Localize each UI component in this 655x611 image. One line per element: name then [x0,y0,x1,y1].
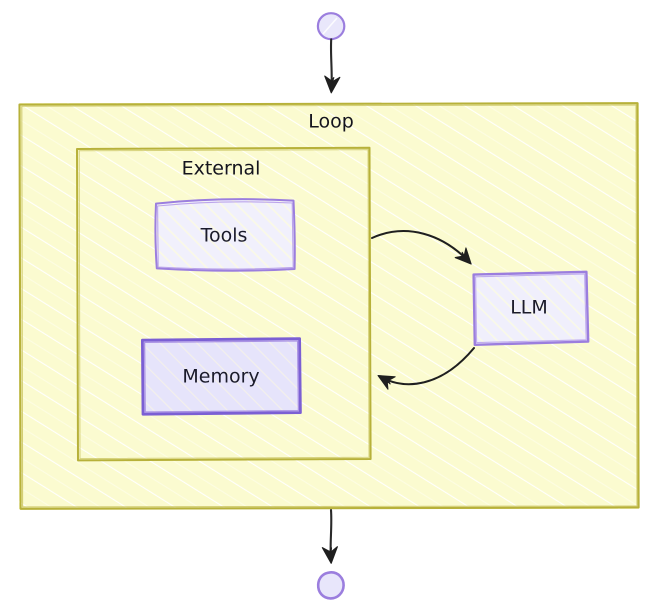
node-tools[interactable]: Tools [154,198,296,272]
edge-external-to-llm-line [371,230,472,265]
edge-loop-to-end-line [321,508,338,564]
node-start[interactable] [316,12,346,41]
llm-node-label: LLM [510,297,548,319]
memory-node-label: Memory [182,366,259,388]
tools-node-body [154,198,296,272]
node-llm[interactable]: LLM [472,270,590,346]
node-end[interactable] [316,571,345,600]
external-group-label: External [182,158,261,180]
loop-group-label: Loop [308,111,354,133]
tools-node-border-overlay [157,201,294,270]
edge-loop-to-end [321,508,338,564]
start-circle-fill [316,12,346,41]
external-group-border [76,146,372,462]
group-external[interactable]: External [76,146,372,462]
memory-node-body [141,337,302,416]
node-memory[interactable]: Memory [141,337,302,416]
edge-llm-to-external-line [377,347,475,390]
external-group-border-shadow [78,149,370,460]
edge-start-to-loop-line [324,38,341,94]
edge-external-to-llm [371,230,472,265]
memory-node-border-overlay [143,340,300,413]
loop-group-border-shadow [21,104,638,508]
end-circle-fill [316,571,345,600]
llm-node-body [472,270,590,346]
loop-group-border [18,102,640,510]
start-circle-sheen [322,17,338,35]
edge-start-to-loop [324,38,341,94]
edge-llm-to-external [377,347,475,390]
llm-node-border-overlay [475,273,587,344]
tools-node-label: Tools [200,225,248,247]
